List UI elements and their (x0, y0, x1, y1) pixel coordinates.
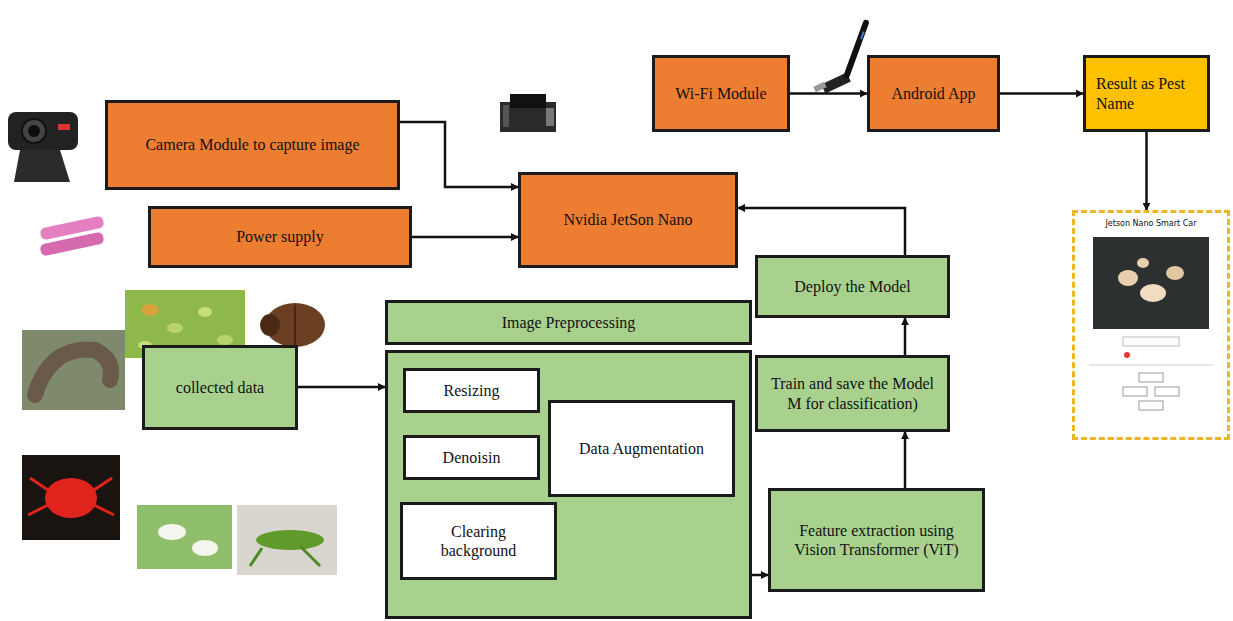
group-panel: Image PreprocessingResizingDenoisin Data … (385, 300, 752, 619)
node-label: Android App (892, 84, 976, 103)
process-box: Android App (867, 55, 1000, 132)
board-icon (500, 94, 556, 132)
node-label: Train and save the Model M for classific… (768, 374, 937, 412)
process-box: collected data (142, 345, 298, 430)
arrow-connector (904, 318, 907, 355)
webcam-icon (8, 112, 78, 182)
process-box: Feature extraction using Vision Transfor… (768, 488, 985, 592)
pest-photo (137, 505, 232, 569)
arrow-connector (1000, 92, 1083, 95)
pest-photo (22, 455, 120, 540)
arrow-connector (298, 386, 385, 389)
pest-photo (260, 303, 325, 347)
process-box: Clearing background (400, 502, 557, 580)
battery-icon (39, 215, 104, 256)
node-label: Deploy the Model (794, 277, 910, 296)
pest-photo (22, 330, 125, 410)
arrow-connector (752, 574, 768, 577)
process-box: Train and save the Model M for classific… (755, 355, 950, 432)
node-label: Power supply (236, 227, 324, 246)
arrow-connector (904, 432, 907, 488)
node-label: Wi-Fi Module (675, 84, 766, 103)
arrow-connector (412, 236, 518, 239)
process-box: Result as Pest Name (1083, 55, 1210, 132)
group-heading: Image Preprocessing (385, 300, 752, 345)
node-label: Resizing (444, 381, 500, 400)
process-box: Nvidia JetSon Nano (518, 172, 738, 268)
process-box: Data Augmentation (548, 400, 735, 497)
node-label: Camera Module to capture image (145, 135, 359, 154)
arrow-connector (400, 122, 518, 187)
arrow-connector (1145, 132, 1148, 210)
wifi-dongle-icon (813, 19, 869, 94)
app-screenshot (1083, 233, 1219, 423)
process-box: Denoisin (403, 435, 540, 480)
node-label: Clearing background (413, 522, 544, 560)
node-label: Result as Pest Name (1096, 74, 1197, 112)
node-label: Feature extraction using Vision Transfor… (781, 521, 972, 559)
arrow-connector (738, 208, 905, 255)
screenshot-box: Jetson Nano Smart Car (1072, 210, 1230, 440)
process-box: Deploy the Model (755, 255, 950, 318)
node-label: Denoisin (443, 448, 501, 467)
process-box: Resizing (403, 368, 540, 413)
pest-photo (237, 505, 337, 575)
process-box: Power supply (148, 206, 412, 268)
node-label: Jetson Nano Smart Car (1105, 219, 1196, 229)
node-label: collected data (176, 378, 264, 397)
process-box: Wi-Fi Module (652, 55, 790, 132)
node-label: Data Augmentation (579, 439, 704, 458)
node-label: Nvidia JetSon Nano (564, 210, 693, 229)
arrow-connector (790, 92, 867, 95)
process-box: Camera Module to capture image (105, 100, 400, 190)
